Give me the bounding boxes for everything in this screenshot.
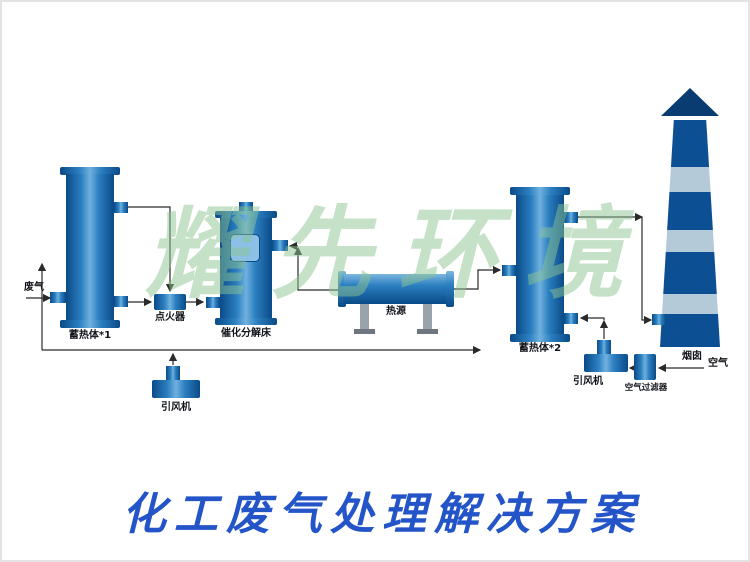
regenerator-2-top-flange — [510, 187, 570, 195]
heat-source-right-leg — [423, 304, 432, 330]
fan-1-inlet-stub — [166, 366, 180, 382]
fan-2-body — [584, 354, 628, 372]
line-heatsource-to-vessel2 — [454, 265, 502, 290]
regenerator-2-left-nozzle — [502, 265, 516, 276]
chimney-label: 烟囱 — [682, 351, 702, 362]
heat-source-label: 热源 — [386, 306, 406, 317]
fan-2-inlet-stub — [597, 340, 611, 356]
regenerator-1-right-top-nozzle — [114, 202, 128, 213]
chimney-inlet-nozzle — [652, 314, 666, 325]
waste-gas-label: 废气 — [24, 282, 44, 293]
regenerator-2-bottom-flange — [510, 334, 570, 342]
catalytic-bed-left-nozzle — [206, 297, 220, 308]
page-title: 化工废气处理解决方案 — [122, 489, 642, 540]
catalytic-bed-right-nozzle — [272, 240, 288, 251]
air-filter-label: 空气过滤器 — [624, 383, 668, 393]
igniter-box — [154, 294, 186, 310]
regenerator-1-label: 蓄热体*1 — [68, 330, 112, 341]
fan-2-label: 引风机 — [573, 376, 603, 387]
heat-source-left-flange — [338, 271, 346, 307]
regenerator-2-label: 蓄热体*2 — [518, 343, 562, 354]
regenerator-1-left-nozzle — [50, 292, 66, 303]
regenerator-1-top-flange — [60, 167, 120, 175]
regenerator-2-right-top-nozzle — [564, 212, 578, 223]
catalytic-bed-label: 催化分解床 — [221, 328, 271, 339]
heat-source-body — [344, 274, 448, 304]
igniter-label: 点火器 — [155, 312, 185, 323]
regenerator-1-right-bottom-nozzle — [114, 296, 128, 307]
air-label: 空气 — [708, 358, 728, 369]
regenerator-2-body — [516, 195, 564, 334]
line-fan2-to-vessel2 — [579, 313, 605, 323]
heat-source-right-foot — [417, 329, 438, 334]
regenerator-1-bottom-flange — [60, 320, 120, 328]
catalytic-bed-bottom-flange — [215, 318, 277, 325]
air-filter-box — [634, 354, 656, 380]
line-chimney-drop — [641, 217, 653, 325]
heat-source-right-flange — [446, 271, 454, 307]
heat-source-left-foot — [354, 329, 375, 334]
heat-source-left-leg — [360, 304, 369, 330]
line-heatsource-to-riser — [293, 246, 338, 291]
catalytic-bed-top-stub — [239, 202, 253, 212]
catalytic-bed-body — [220, 218, 272, 318]
fan-1-body — [152, 380, 200, 398]
catalytic-bed-window — [230, 234, 260, 262]
regenerator-1-body — [66, 174, 114, 320]
catalytic-bed-top-flange — [215, 211, 277, 218]
regenerator-2-right-bottom-nozzle — [564, 313, 578, 324]
fan-1-label: 引风机 — [161, 402, 191, 413]
line-vessel1-top-to-igniter — [128, 206, 175, 293]
